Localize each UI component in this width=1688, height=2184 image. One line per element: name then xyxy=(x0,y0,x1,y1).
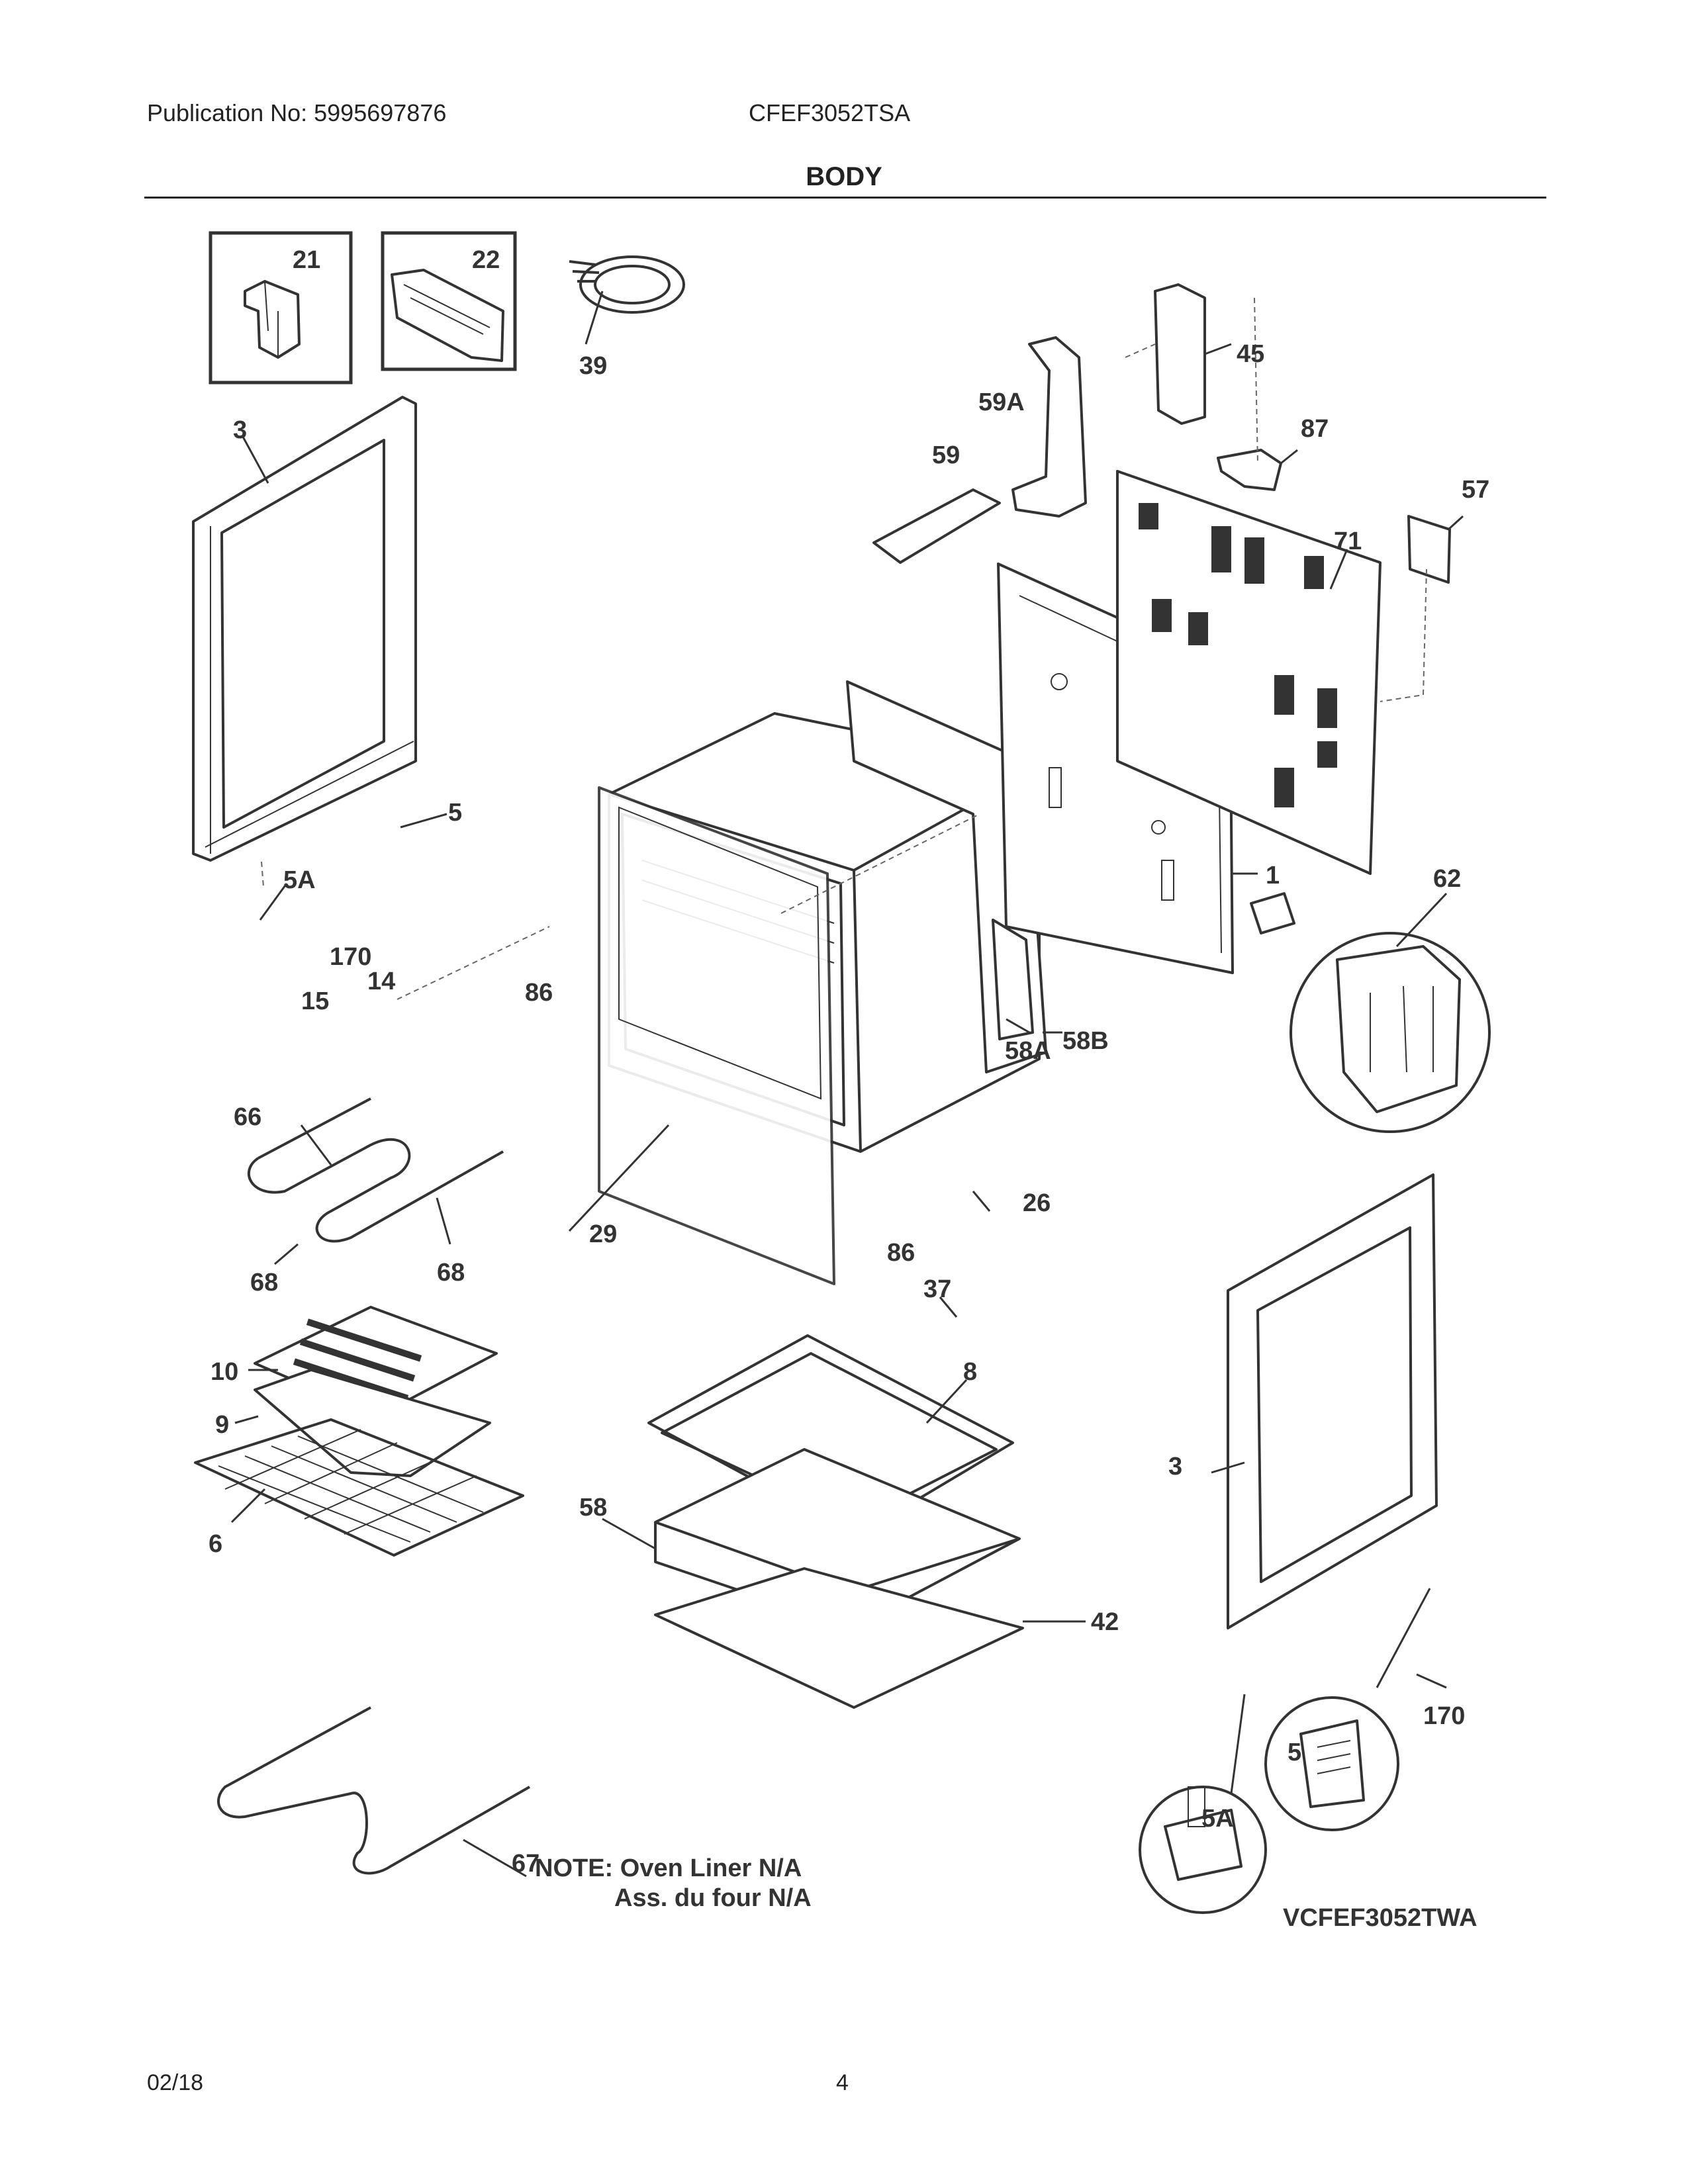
callout-45: 45 xyxy=(1237,340,1264,368)
callout-62: 62 xyxy=(1433,865,1461,893)
page-number: 4 xyxy=(836,2070,849,2095)
callout-9: 9 xyxy=(215,1411,229,1439)
broiler-pan-part xyxy=(254,1369,491,1477)
callout-29: 29 xyxy=(589,1220,617,1248)
callout-59a: 59A xyxy=(978,388,1025,416)
plate-87-part xyxy=(1217,449,1282,491)
callout-10: 10 xyxy=(211,1358,238,1386)
cover-57-part xyxy=(1407,515,1451,584)
callout-71: 71 xyxy=(1334,527,1362,555)
callout-5-detail: 5 xyxy=(1288,1739,1301,1766)
front-frame-part xyxy=(598,786,835,1285)
publication-date: 02/18 xyxy=(147,2070,204,2095)
left-door-part xyxy=(192,396,417,862)
back-cover-part xyxy=(1116,470,1382,875)
callout-26: 26 xyxy=(1023,1189,1051,1217)
variant-model-number: VCFEF3052TWA xyxy=(1283,1904,1477,1932)
hinge-detail-5a xyxy=(1139,1786,1267,1914)
terminal-block-part xyxy=(1250,892,1491,1133)
callout-3-right: 3 xyxy=(1168,1453,1182,1480)
callout-5: 5 xyxy=(448,799,462,827)
note-oven-liner-fr: Ass. du four N/A xyxy=(614,1884,812,1912)
broil-element-part xyxy=(247,1097,504,1243)
callout-58: 58 xyxy=(579,1494,607,1522)
callout-37: 37 xyxy=(923,1275,951,1303)
leader-lines xyxy=(230,291,1464,1878)
callout-5a-detail: 5A xyxy=(1201,1805,1234,1833)
knob-bracket-part xyxy=(244,280,301,359)
right-door-part xyxy=(1227,1173,1438,1629)
bracket-plate-part xyxy=(391,269,504,362)
callout-39: 39 xyxy=(579,352,607,380)
bake-element-part xyxy=(217,1706,530,1875)
callout-15: 15 xyxy=(301,987,329,1015)
inset-box-21 xyxy=(209,231,353,385)
callout-86-lower: 86 xyxy=(887,1239,915,1267)
callout-58a: 58A xyxy=(1005,1037,1051,1065)
callout-170-left: 170 xyxy=(330,943,371,971)
callout-21: 21 xyxy=(293,246,320,274)
bracket-45-part xyxy=(1154,283,1206,425)
section-title: BODY xyxy=(806,162,882,191)
callout-59: 59 xyxy=(932,441,960,469)
vent-duct-59-part xyxy=(872,488,1001,564)
note-oven-liner: NOTE: Oven Liner N/A xyxy=(535,1854,802,1882)
hinge-detail-5 xyxy=(1264,1696,1399,1831)
callout-42: 42 xyxy=(1091,1608,1119,1636)
vent-duct-59a-part xyxy=(1011,336,1087,518)
callout-6: 6 xyxy=(209,1530,222,1558)
callout-labels: 21 22 39 45 59A 87 59 57 71 3 5 5A 170 1… xyxy=(209,246,1489,1878)
callout-170-right: 170 xyxy=(1423,1702,1465,1730)
callout-87: 87 xyxy=(1301,415,1329,443)
drawer-bottom-part xyxy=(654,1567,1024,1709)
assembly-guide-lines xyxy=(261,297,1427,1000)
wire-harness-part xyxy=(569,255,685,314)
callout-5a: 5A xyxy=(283,866,316,894)
publication-number: Publication No: 5995697876 xyxy=(147,99,447,126)
inset-box-22 xyxy=(381,231,517,371)
oven-rack-part xyxy=(194,1418,524,1557)
header-rule xyxy=(144,197,1546,199)
callout-14: 14 xyxy=(367,968,395,995)
callout-58b: 58B xyxy=(1062,1027,1109,1055)
callout-86-upper: 86 xyxy=(525,979,553,1007)
callout-22: 22 xyxy=(472,246,500,274)
callout-68-left: 68 xyxy=(250,1269,278,1297)
callout-3-left: 3 xyxy=(233,416,247,444)
callout-67: 67 xyxy=(512,1850,539,1878)
callout-66: 66 xyxy=(234,1103,261,1131)
callout-68-right: 68 xyxy=(437,1259,465,1287)
callout-1: 1 xyxy=(1266,862,1280,889)
callout-8: 8 xyxy=(963,1358,977,1386)
model-number: CFEF3052TSA xyxy=(749,99,911,126)
callout-57: 57 xyxy=(1462,476,1489,504)
